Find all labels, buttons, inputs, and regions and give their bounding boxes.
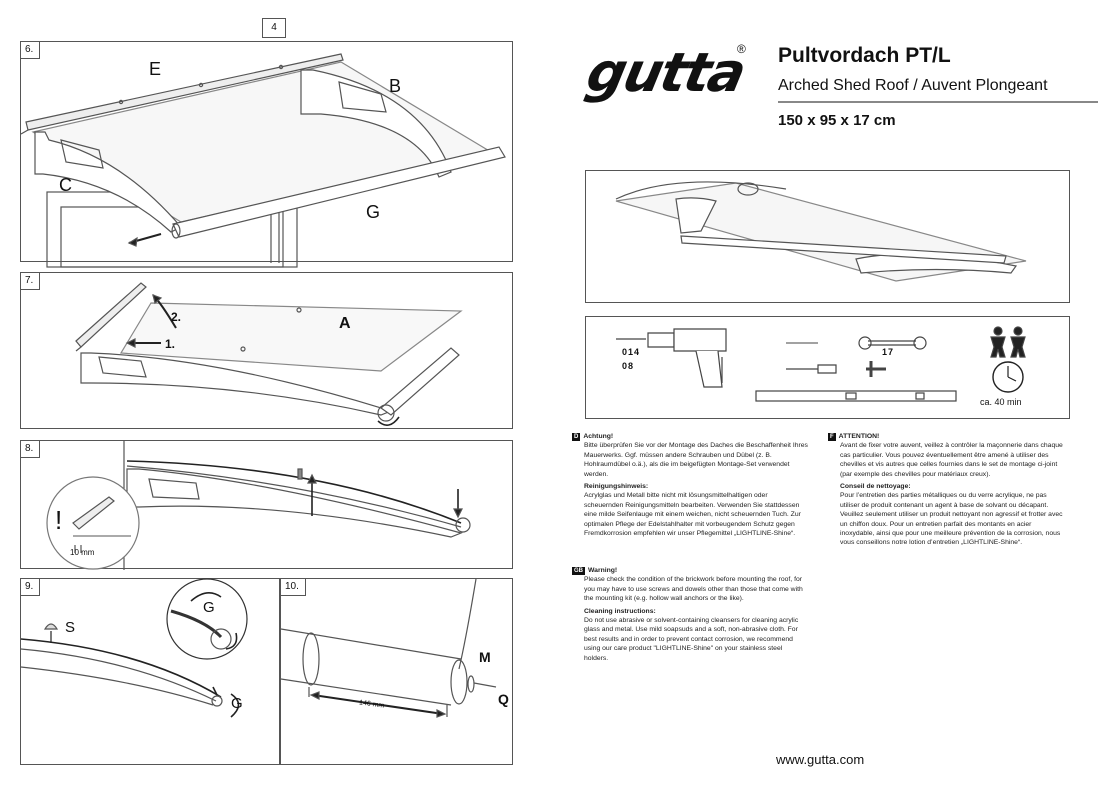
step-number: 7. (21, 273, 41, 290)
gutta-logo: gutta (581, 41, 750, 104)
step-9-illustration (20, 578, 248, 718)
product-illustration (615, 181, 1027, 282)
paragraph-de-cleaning: Acrylglas und Metall bitte nicht mit lös… (584, 492, 801, 538)
paragraph-fr-cleaning: Pour l’entretien des parties métalliques… (840, 492, 1063, 547)
label-g-top: G (203, 599, 215, 616)
label-s: S (65, 619, 76, 636)
step-number: 8. (21, 441, 41, 458)
label-m: M (479, 649, 491, 665)
paragraph-gb-warning: Please check the condition of the brickw… (584, 576, 803, 603)
step-9-panel: 9. S G G (20, 578, 280, 765)
label-q: Q (498, 691, 509, 707)
label-b: B (389, 76, 402, 96)
product-dimensions: 150 x 95 x 17 cm (778, 112, 896, 129)
label-c: C (59, 175, 72, 195)
label-10mm: 10 mm (70, 548, 95, 557)
title-divider (778, 101, 1098, 103)
tools-panel: 014 08 17 ca. 40 min (585, 316, 1070, 419)
registered-mark: ® (737, 42, 746, 56)
step-number: 6. (21, 42, 41, 59)
step-number: 10. (281, 579, 306, 596)
drill-size-1: 014 (622, 347, 641, 357)
step-10-illustration (280, 578, 497, 718)
heading-fr-warning: ATTENTION! (838, 433, 880, 440)
paragraph-fr-warning: Avant de fixer votre auvent, veillez à c… (840, 442, 1063, 478)
heading-fr-cleaning: Conseil de nettoyage: (840, 483, 911, 491)
heading-de-warning: Achtung! (583, 433, 614, 440)
product-overview-panel (585, 170, 1070, 303)
product-title: Pultvordach PT/L (778, 44, 951, 67)
paragraph-gb-cleaning: Do not use abrasive or solvent-containin… (584, 617, 799, 662)
step-7-illustration (75, 282, 463, 426)
heading-gb-warning: Warning! (588, 567, 618, 574)
tools-illustration (616, 326, 1026, 402)
product-subtitle: Arched Shed Roof / Auvent Plongeant (778, 77, 1048, 94)
wrench-size: 17 (882, 347, 895, 357)
website-url: www.gutta.com (776, 752, 865, 767)
assembly-time: ca. 40 min (980, 397, 1022, 407)
step-number: 9. (21, 579, 41, 596)
flag-gb: GB (572, 567, 585, 575)
flag-de: D (572, 433, 581, 441)
label-a: A (339, 315, 351, 332)
heading-gb-cleaning: Cleaning instructions: (584, 607, 656, 615)
label-g: G (366, 202, 381, 222)
label-g-bottom: G (231, 695, 243, 712)
step-8-panel: 8. ! 10 mm (20, 440, 513, 570)
step-6-panel: 6. E B C G (20, 41, 513, 268)
step-8-illustration (46, 441, 471, 570)
warning-mark: ! (55, 505, 63, 535)
step-6-illustration (20, 53, 506, 268)
page-number: 4 (262, 18, 286, 38)
heading-de-cleaning: Reinigungshinweis: (584, 483, 649, 491)
drill-size-2: 08 (622, 361, 635, 371)
step-10-panel: 10. M Q 146 mm (280, 578, 513, 765)
paragraph-de-warning: Bitte überprüfen Sie vor der Montage des… (584, 442, 808, 478)
flag-fr: F (828, 433, 836, 441)
label-step-1: 1. (165, 337, 176, 351)
label-step-2: 2. (171, 310, 182, 324)
step-7-panel: 7. 2. 1. A (20, 272, 513, 429)
label-e: E (149, 59, 162, 79)
